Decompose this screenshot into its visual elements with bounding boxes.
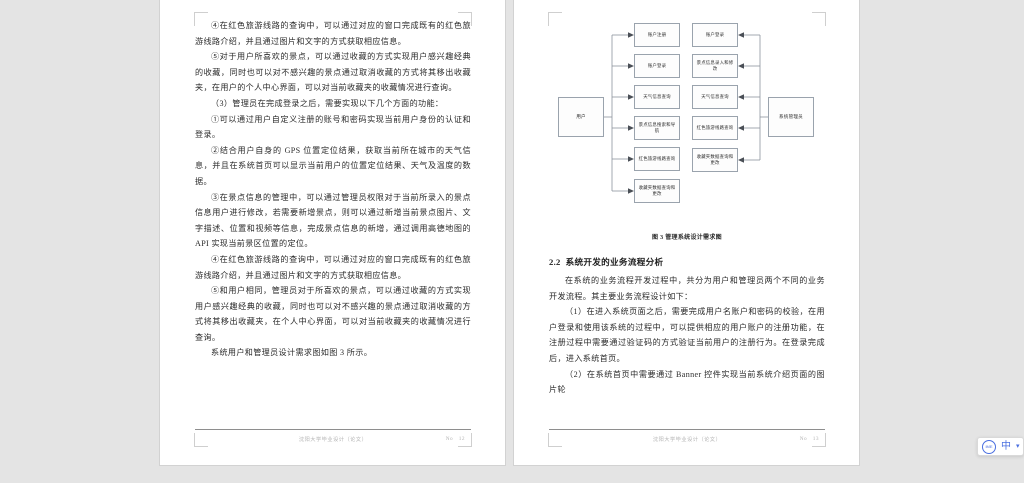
diagram-connector-lines	[604, 32, 768, 194]
diagram-usecase-admin-3: 红色旅游线路查询	[692, 116, 738, 140]
chevron-down-icon[interactable]: ▾	[1016, 442, 1020, 450]
section-heading: 2.2 系统开发的业务流程分析	[549, 255, 825, 269]
text-frame-mark-top-right	[458, 12, 472, 26]
diagram-usecase-admin-0: 账户登录	[692, 23, 738, 47]
ime-toolbar[interactable]: IME 中 ▾	[977, 437, 1024, 456]
paragraph: ⑤和用户相同，管理员对于所喜欢的景点，可以通过收藏的方式实现用户感兴趣经典的收藏…	[195, 286, 471, 342]
paragraph: ⑤对于用户所喜欢的景点，可以通过收藏的方式实现用户感兴趣经典的收藏，同时也可以对…	[195, 52, 471, 93]
text-frame-mark-top-right	[812, 12, 826, 26]
paragraph: ④在红色旅游线路的查询中，可以通过对应的窗口完成既有的红色旅游线路介绍，并且通过…	[195, 254, 471, 280]
text-frame-mark-top-left	[194, 12, 208, 26]
footer-page-label: No	[799, 436, 808, 442]
diagram-usecase-user-2: 天气信息查询	[634, 85, 680, 109]
diagram-actor-admin: 系统管理员	[768, 97, 814, 137]
paragraph: ②结合用户自身的 GPS 位置定位结果，获取当前所在城市的天气信息，并且在系统首…	[195, 145, 471, 186]
requirements-diagram-figure: 用户 系统管理员 账户注册 账户登录 天气信息查询 景点信息搜索和导航 红色旅游…	[532, 10, 842, 241]
paragraph: （3）管理员在完成登录之后，需要实现以下几个方面的功能：	[211, 98, 444, 108]
footer-title: 沈阳大学毕业设计（论文）	[652, 437, 722, 443]
right-page-body: 2.2 系统开发的业务流程分析 在系统的业务流程开发过程中，共分为用户和管理员两…	[549, 255, 825, 398]
diagram-usecase-user-0: 账户注册	[634, 23, 680, 47]
paragraph: ③在景点信息的管理中，可以通过管理员权限对于当前所录入的景点信息用户进行修改，若…	[195, 192, 471, 249]
paragraph: 系统用户和管理员设计需求图如图 3 所示。	[211, 348, 373, 358]
diagram-usecase-user-1: 账户登录	[634, 54, 680, 78]
section-number: 2.2	[549, 257, 561, 267]
left-page-body: ④在红色旅游线路的查询中，可以通过对应的窗口完成既有的红色旅游线路介绍，并且通过…	[195, 18, 471, 361]
footer-page-number: No 12	[446, 436, 465, 442]
document-page-left[interactable]: ④在红色旅游线路的查询中，可以通过对应的窗口完成既有的红色旅游线路介绍，并且通过…	[160, 0, 505, 465]
page-footer: 沈阳大学毕业设计（论文） No 12	[195, 429, 471, 445]
text-frame-mark-bottom-left	[194, 433, 208, 447]
diagram-usecase-admin-4: 收藏夹数据查询和更改	[692, 148, 738, 172]
paragraph: （1）在进入系统页面之后，需要完成用户名账户和密码的校验，在用户登录和使用该系统…	[549, 307, 825, 363]
footer-page-value: 13	[812, 436, 819, 442]
diagram-usecase-admin-1: 景点信息录入和修改	[692, 54, 738, 78]
footer-page-value: 12	[458, 436, 465, 442]
document-page-right[interactable]: 用户 系统管理员 账户注册 账户登录 天气信息查询 景点信息搜索和导航 红色旅游…	[514, 0, 859, 465]
paragraph: （2）在系统首页中需要通过 Banner 控件实现当前系统介绍页面的图片轮	[549, 369, 825, 395]
paragraph: ①可以通过用户自定义注册的账号和密码实现当前用户身份的认证和登录。	[195, 114, 471, 140]
text-frame-mark-bottom-left	[548, 433, 562, 447]
diagram-usecase-user-5: 收藏夹数据查询和更改	[634, 179, 680, 203]
paragraph: 在系统的业务流程开发过程中，共分为用户和管理员两个不同的业务开发流程。其主要业务…	[549, 276, 825, 301]
diagram-actor-user-label: 用户	[576, 114, 586, 119]
diagram-actor-admin-label: 系统管理员	[779, 114, 803, 119]
paragraph: ④在红色旅游线路的查询中，可以通过对应的窗口完成既有的红色旅游线路介绍，并且通过…	[195, 21, 471, 46]
footer-title: 沈阳大学毕业设计（论文）	[298, 437, 368, 443]
diagram-usecase-admin-2: 天气信息查询	[692, 85, 738, 109]
footer-page-label: No	[445, 436, 454, 442]
section-title: 系统开发的业务流程分析	[565, 257, 664, 267]
figure-caption: 图 3 管理系统设计需求图	[652, 235, 722, 241]
ime-logo-icon[interactable]: IME	[982, 439, 996, 454]
text-frame-mark-top-left	[548, 12, 562, 26]
text-frame-mark-bottom-right	[458, 433, 472, 447]
page-footer: 沈阳大学毕业设计（论文） No 13	[549, 429, 825, 445]
diagram-usecase-user-4: 红色旅游线路查询	[634, 147, 680, 171]
diagram-actor-user: 用户	[558, 97, 604, 137]
text-frame-mark-bottom-right	[812, 433, 826, 447]
ime-language-mode-button[interactable]: 中	[1001, 440, 1011, 452]
footer-page-number: No 13	[800, 436, 819, 442]
diagram-usecase-user-3: 景点信息搜索和导航	[634, 116, 680, 140]
